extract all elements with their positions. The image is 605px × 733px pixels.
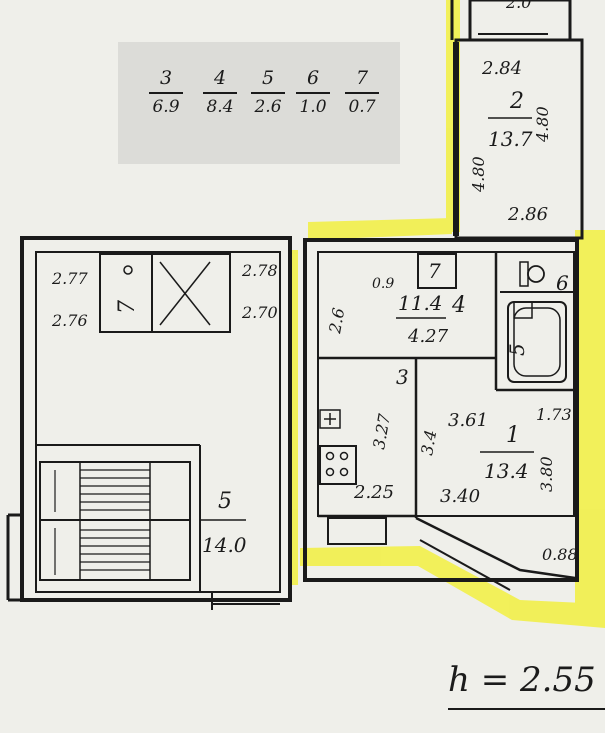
dimension-label: 0.9 <box>372 276 394 292</box>
room-number: 2 <box>509 89 524 114</box>
fraction-bar <box>149 92 183 94</box>
fraction-bar <box>251 92 285 94</box>
dimension-label: 2.78 <box>241 261 278 280</box>
legend-area: 8.4 <box>206 97 234 117</box>
legend-room: 5 <box>261 67 275 89</box>
dimension-label: 2.6 <box>325 306 348 335</box>
fraction-bar <box>345 92 379 94</box>
lift-shaft <box>99 253 231 333</box>
top-room-walls <box>450 0 572 40</box>
dimension-label: 2.86 <box>507 204 548 225</box>
dimension-label: 3.80 <box>537 456 556 492</box>
fraction-bar <box>296 92 330 94</box>
legend-area: 0.7 <box>348 97 376 117</box>
underline <box>448 708 605 710</box>
ceiling-height-note: h = 2.55 <box>448 660 605 712</box>
room-area: 13.7 <box>488 127 533 151</box>
room-area: 13.4 <box>484 459 529 483</box>
legend-area: 1.0 <box>299 97 327 117</box>
apartment-walls <box>303 238 579 591</box>
dimension-label: 3.61 <box>448 410 488 431</box>
dimension-label: 4.80 <box>533 106 552 143</box>
dimension-label: 1.73 <box>536 405 572 424</box>
room-number: 3 <box>396 365 409 389</box>
dimension-label: 4.80 <box>469 156 488 193</box>
room-number: 1 <box>506 423 520 448</box>
room-2-walls <box>453 0 584 240</box>
room-number: 5 <box>218 489 232 514</box>
room-number: 7 <box>428 259 441 283</box>
dimension-label: 4.27 <box>407 326 449 347</box>
dimension-label: 2.76 <box>51 311 88 330</box>
dimension-label: 3.40 <box>440 486 480 507</box>
legend-area: 6.9 <box>152 97 180 117</box>
ceiling-height-text: h = 2.55 <box>448 660 596 700</box>
stair-treads <box>54 469 150 575</box>
dimension-label: 2.84 <box>481 58 522 79</box>
dimension-label: 2.70 <box>241 303 278 322</box>
room-area: 14.0 <box>202 533 247 557</box>
legend-room: 7 <box>355 67 369 89</box>
area-legend: 3 6.9 4 8.4 5 2.6 6 1.0 7 0.7 <box>118 42 400 164</box>
room-number: 7 <box>115 300 140 314</box>
legend-room: 6 <box>306 67 320 89</box>
legend-item: 6 1.0 <box>293 66 333 118</box>
plan-labels: 2.0 2.84 2 13.7 4.80 4.80 2.86 2.77 2.76… <box>51 0 578 564</box>
dimension-label: 3.27 <box>369 412 394 451</box>
room-number: 4 <box>451 293 466 318</box>
room-number: 6 <box>556 271 569 295</box>
fraction-bar <box>203 92 237 94</box>
room-number: 5 <box>505 343 529 356</box>
dimension-label: 2.0 <box>505 0 531 12</box>
legend-area: 2.6 <box>254 97 282 117</box>
legend-room: 3 <box>159 67 173 89</box>
legend-item: 4 8.4 <box>200 66 240 118</box>
legend-item: 5 2.6 <box>248 66 288 118</box>
dimension-label: 3.4 <box>417 428 440 456</box>
legend-room: 4 <box>213 67 227 89</box>
stove-icon <box>319 409 357 485</box>
dimension-label: 2.77 <box>51 269 88 288</box>
dimension-label: 0.88 <box>542 545 578 564</box>
bathroom-fixtures <box>507 261 567 383</box>
legend-item: 3 6.9 <box>146 66 186 118</box>
legend-item: 7 0.7 <box>342 66 382 118</box>
stair-block-walls <box>6 236 292 610</box>
room-area: 11.4 <box>398 291 443 315</box>
dimension-label: 2.25 <box>353 482 394 503</box>
